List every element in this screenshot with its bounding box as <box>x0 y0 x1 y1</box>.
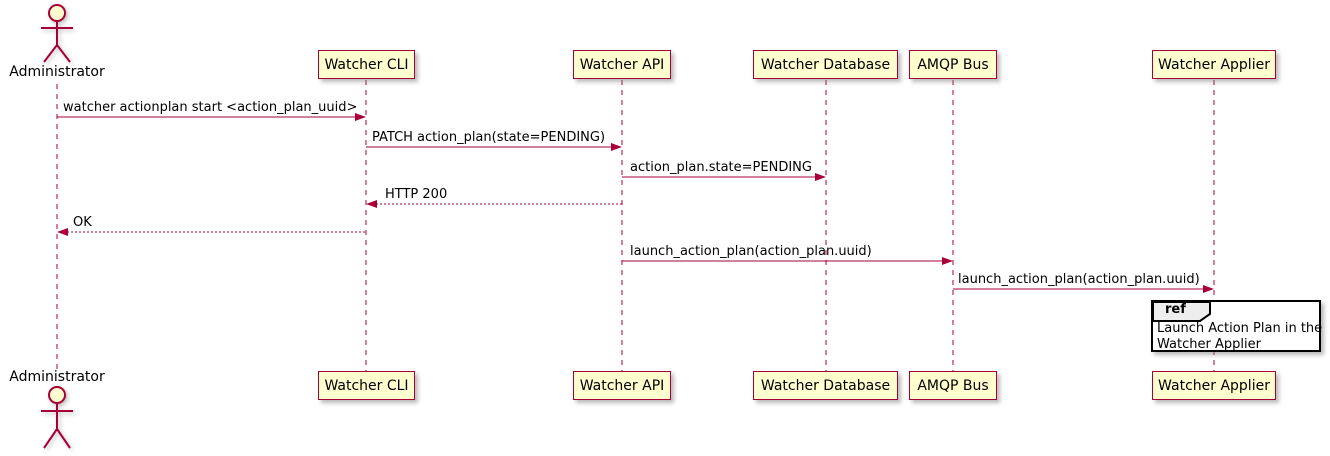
message-label-patch-action-plan: PATCH action_plan(state=PENDING) <box>372 130 606 145</box>
actor-icon-bottom <box>41 386 73 449</box>
participant-watcher-api-bottom: Watcher API <box>573 371 671 400</box>
arrowhead-msg-4 <box>366 200 377 208</box>
arrowhead-msg-7 <box>1203 285 1214 293</box>
participant-watcher-database-bottom: Watcher Database <box>753 371 898 400</box>
actor-label-bottom: Administrator <box>9 369 105 385</box>
participant-watcher-cli-top: Watcher CLI <box>318 50 415 79</box>
ref-fragment-box: ref Launch Action Plan in the Watcher Ap… <box>1151 300 1323 352</box>
arrowhead-msg-6 <box>942 257 953 265</box>
arrowhead-msg-1 <box>355 113 366 121</box>
message-label-launch-action-plan-1: launch_action_plan(action_plan.uuid) <box>630 244 872 259</box>
arrowhead-msg-2 <box>611 143 622 151</box>
arrowhead-msg-5 <box>57 228 68 236</box>
ref-text-line-1: Launch Action Plan in the <box>1157 321 1323 336</box>
message-label-actionplan-start: watcher actionplan start <action_plan_uu… <box>63 100 358 115</box>
message-label-http-200: HTTP 200 <box>385 187 448 202</box>
arrowhead-msg-3 <box>815 173 826 181</box>
message-label-launch-action-plan-2: launch_action_plan(action_plan.uuid) <box>958 272 1200 287</box>
participant-amqp-bus-top: AMQP Bus <box>909 50 997 79</box>
participant-watcher-applier-top: Watcher Applier <box>1152 50 1276 79</box>
participant-amqp-bus-bottom: AMQP Bus <box>909 371 997 400</box>
actor-label-top: Administrator <box>9 64 105 80</box>
ref-header-pentagon <box>1152 301 1211 322</box>
participant-watcher-database-top: Watcher Database <box>753 50 898 79</box>
message-label-ok: OK <box>73 215 92 230</box>
ref-keyword: ref <box>1165 302 1186 317</box>
ref-text-line-2: Watcher Applier <box>1157 337 1261 352</box>
participant-watcher-applier-bottom: Watcher Applier <box>1152 371 1276 400</box>
message-label-state-pending: action_plan.state=PENDING <box>630 160 812 175</box>
participant-watcher-api-top: Watcher API <box>573 50 671 79</box>
participant-watcher-cli-bottom: Watcher CLI <box>318 371 415 400</box>
actor-icon-top <box>41 4 73 63</box>
